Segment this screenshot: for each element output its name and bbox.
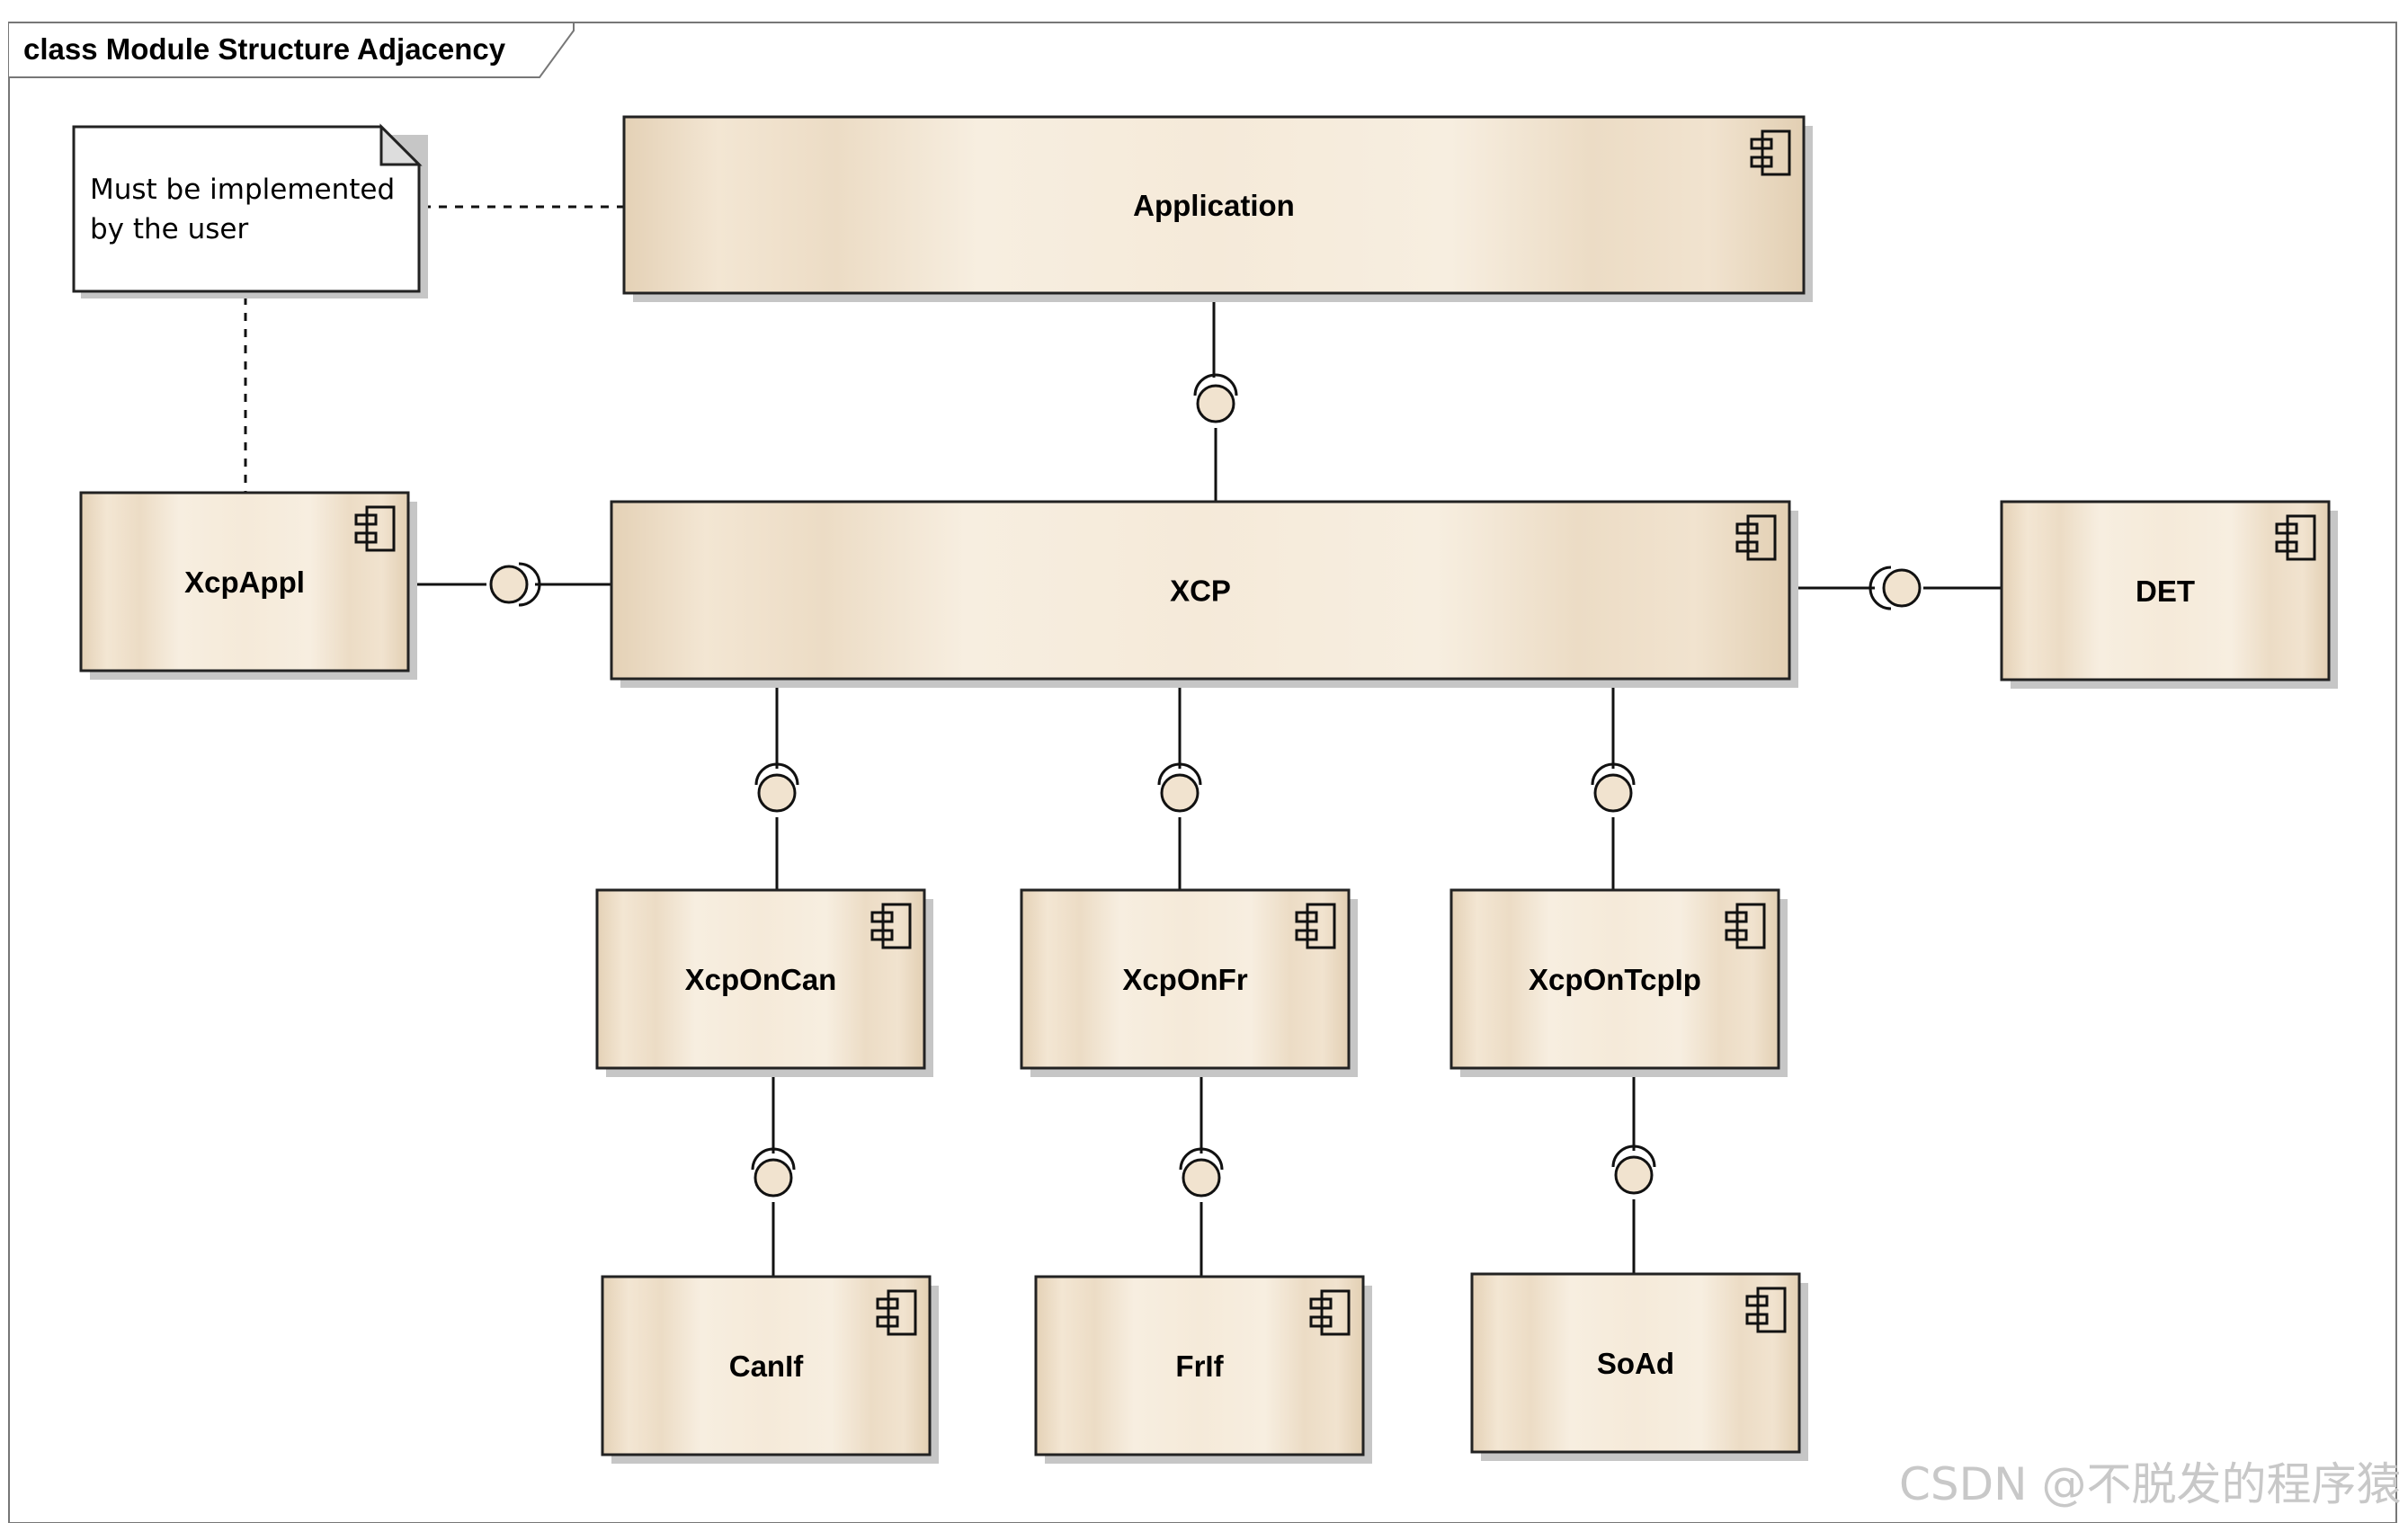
component-frif: FrIf bbox=[1034, 1275, 1372, 1464]
component-label-det: DET bbox=[2136, 574, 2195, 608]
component-label-xcpontcpip: XcpOnTcpIp bbox=[1529, 963, 1701, 996]
component-icon bbox=[2275, 514, 2316, 561]
component-xcpontcpip: XcpOnTcpIp bbox=[1449, 888, 1788, 1077]
component-label-application: Application bbox=[1133, 189, 1295, 222]
interface-xcp-xcponcan bbox=[754, 762, 799, 813]
component-label-frif: FrIf bbox=[1175, 1349, 1224, 1383]
component-icon bbox=[1735, 514, 1777, 561]
component-xcponfr: XcpOnFr bbox=[1020, 888, 1358, 1077]
component-icon bbox=[1750, 129, 1791, 176]
component-label-soad: SoAd bbox=[1597, 1347, 1674, 1380]
interface-xcp-det bbox=[1868, 566, 1922, 610]
component-icon bbox=[1309, 1289, 1351, 1336]
component-icon bbox=[1745, 1287, 1787, 1333]
interface-xcponfr-frif bbox=[1179, 1147, 1224, 1198]
interface-xcp-xcponfr bbox=[1157, 762, 1202, 813]
diagram-frame: class Module Structure Adjacency bbox=[8, 22, 2397, 1523]
component-application: Application bbox=[622, 115, 1813, 302]
component-icon bbox=[1295, 903, 1336, 949]
interface-xcponcan-canif bbox=[751, 1147, 796, 1198]
component-det: DET bbox=[2000, 500, 2338, 689]
component-xcponcan: XcpOnCan bbox=[595, 888, 933, 1077]
interface-xcpontcpip-soad bbox=[1611, 1144, 1656, 1195]
note: Must be implemented by the user bbox=[72, 123, 624, 493]
interface-xcp-xcpontcpip bbox=[1591, 762, 1636, 813]
interface-xcpappl-xcp bbox=[489, 562, 541, 607]
component-soad: SoAd bbox=[1470, 1272, 1808, 1461]
component-icon bbox=[1725, 903, 1766, 949]
component-canif: CanIf bbox=[601, 1275, 939, 1464]
component-label-xcponcan: XcpOnCan bbox=[685, 963, 837, 996]
component-icon bbox=[870, 903, 912, 949]
frame-title: class Module Structure Adjacency bbox=[23, 32, 506, 66]
note-line-1: Must be implemented bbox=[90, 174, 395, 206]
connectors bbox=[408, 295, 2002, 1277]
interfaces bbox=[489, 373, 1922, 1198]
component-label-xcpappl: XcpAppl bbox=[184, 566, 305, 599]
component-icon bbox=[354, 505, 396, 552]
note-line-2: by the user bbox=[90, 213, 248, 245]
watermark: CSDN @不脱发的程序猿 bbox=[1899, 1458, 2401, 1510]
component-xcp: XCP bbox=[610, 500, 1798, 688]
component-icon bbox=[876, 1289, 917, 1336]
component-label-xcponfr: XcpOnFr bbox=[1122, 963, 1248, 996]
component-label-xcp: XCP bbox=[1170, 574, 1231, 608]
component-xcpappl: XcpAppl bbox=[79, 491, 417, 680]
interface-application-xcp bbox=[1193, 373, 1238, 423]
component-label-canif: CanIf bbox=[729, 1349, 805, 1383]
